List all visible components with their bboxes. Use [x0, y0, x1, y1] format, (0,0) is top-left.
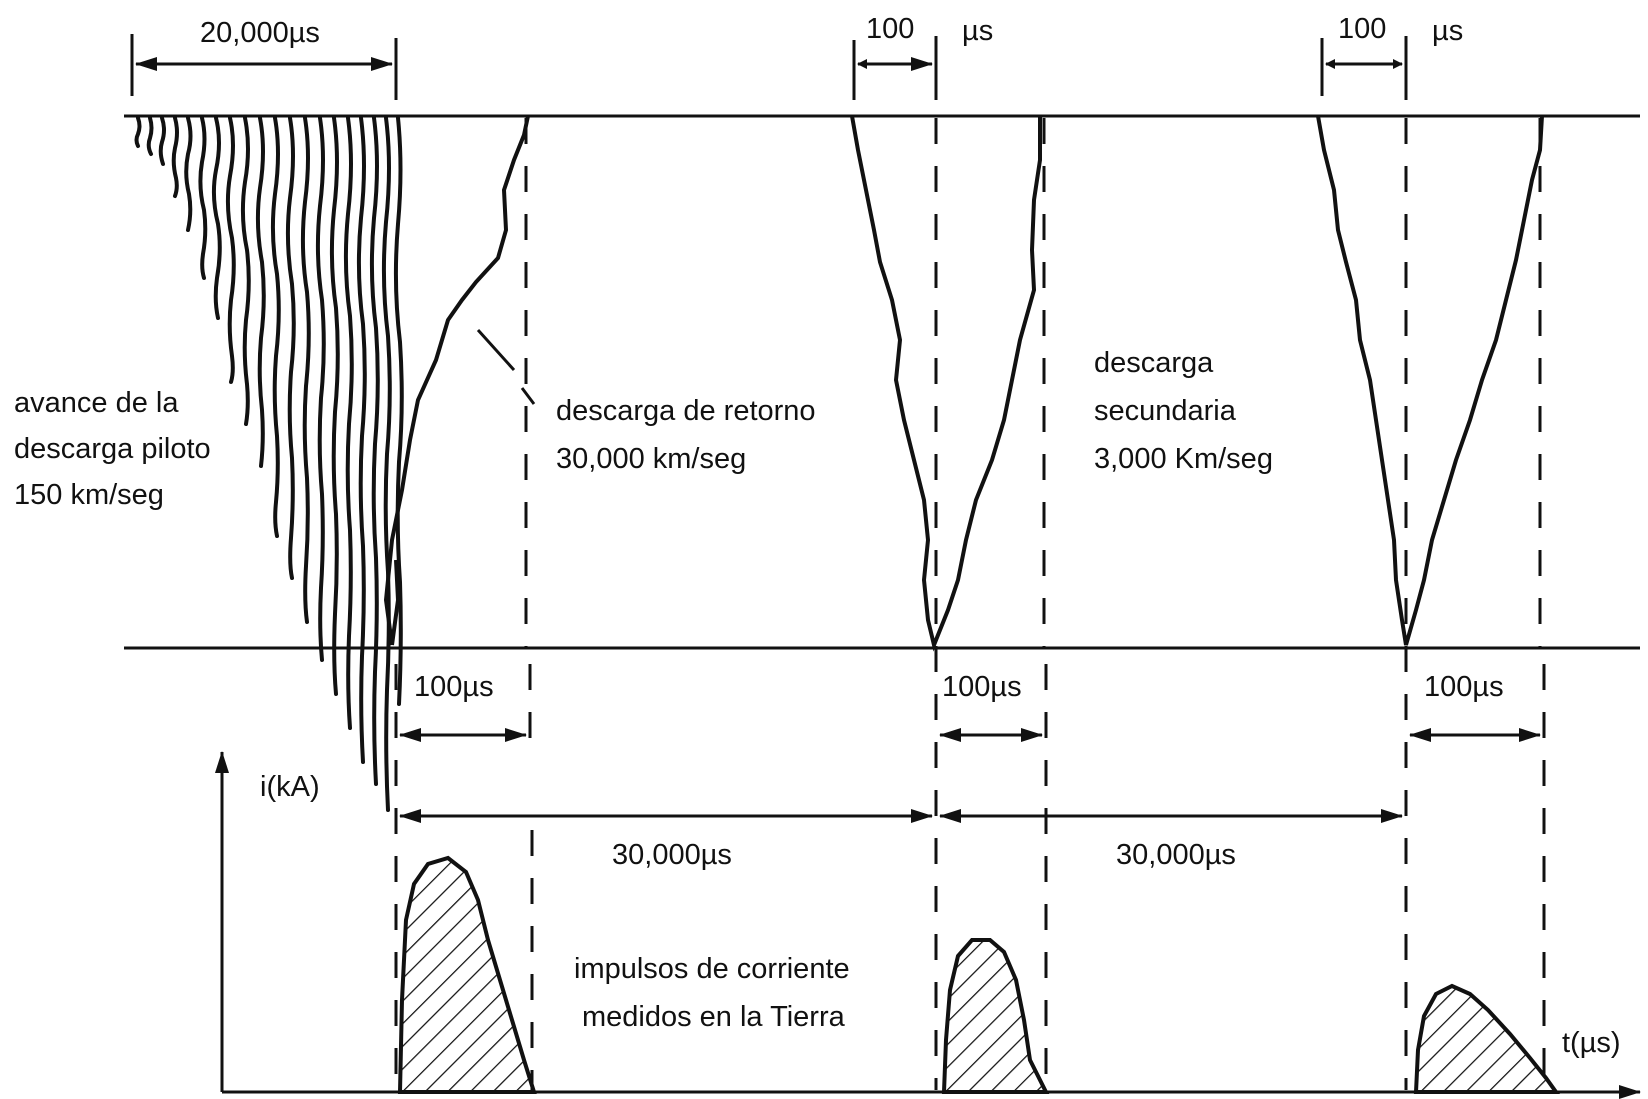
top-dimension-ticks [130, 34, 1408, 100]
return-stroke-1 [383, 115, 530, 646]
return-label-tick [520, 387, 536, 405]
secondary-label-line1: descarga [1094, 347, 1214, 379]
current-impulse-1 [397, 855, 537, 1094]
current-impulse-3 [1413, 983, 1560, 1094]
return-label-line1: descarga de retorno [556, 395, 816, 427]
dim-label-d1: 100µs [414, 671, 494, 703]
dim-label-third-value: 100 [1338, 13, 1386, 45]
pilot-leader-strokes [134, 116, 404, 812]
dim-label-third-unit: µs [1432, 15, 1463, 47]
return-label-leader [476, 328, 516, 372]
y-axis-label: i(kA) [260, 771, 320, 803]
return-label-line2: 30,000 km/seg [556, 443, 746, 475]
impulse-label-line2: medidos en la Tierra [582, 1001, 846, 1033]
pilot-label-line3: 150 km/seg [14, 479, 164, 511]
secondary-label-line2: secundaria [1094, 395, 1237, 427]
impulse-label-line1: impulsos de corriente [574, 953, 850, 985]
current-impulse-2 [941, 938, 1050, 1094]
secondary-stroke-1 [850, 115, 1042, 652]
dim-label-d2: 100µs [942, 671, 1022, 703]
dim-label-pilot: 20,000µs [200, 17, 320, 49]
pilot-label-line2: descarga piloto [14, 433, 211, 465]
dim-label-second-unit: µs [962, 15, 993, 47]
return-stroke-1-left [390, 559, 401, 646]
dim-label-d3: 100µs [1424, 671, 1504, 703]
dim-label-gap2: 30,000µs [1116, 839, 1236, 871]
pilot-label-line1: avance de la [14, 387, 179, 419]
x-axis-label: t(µs) [1562, 1027, 1621, 1059]
dim-label-gap1: 30,000µs [612, 839, 732, 871]
secondary-stroke-2 [1316, 115, 1544, 646]
dashed-guides [394, 118, 1546, 1090]
dim-label-second-value: 100 [866, 13, 914, 45]
secondary-label-line3: 3,000 Km/seg [1094, 443, 1273, 475]
